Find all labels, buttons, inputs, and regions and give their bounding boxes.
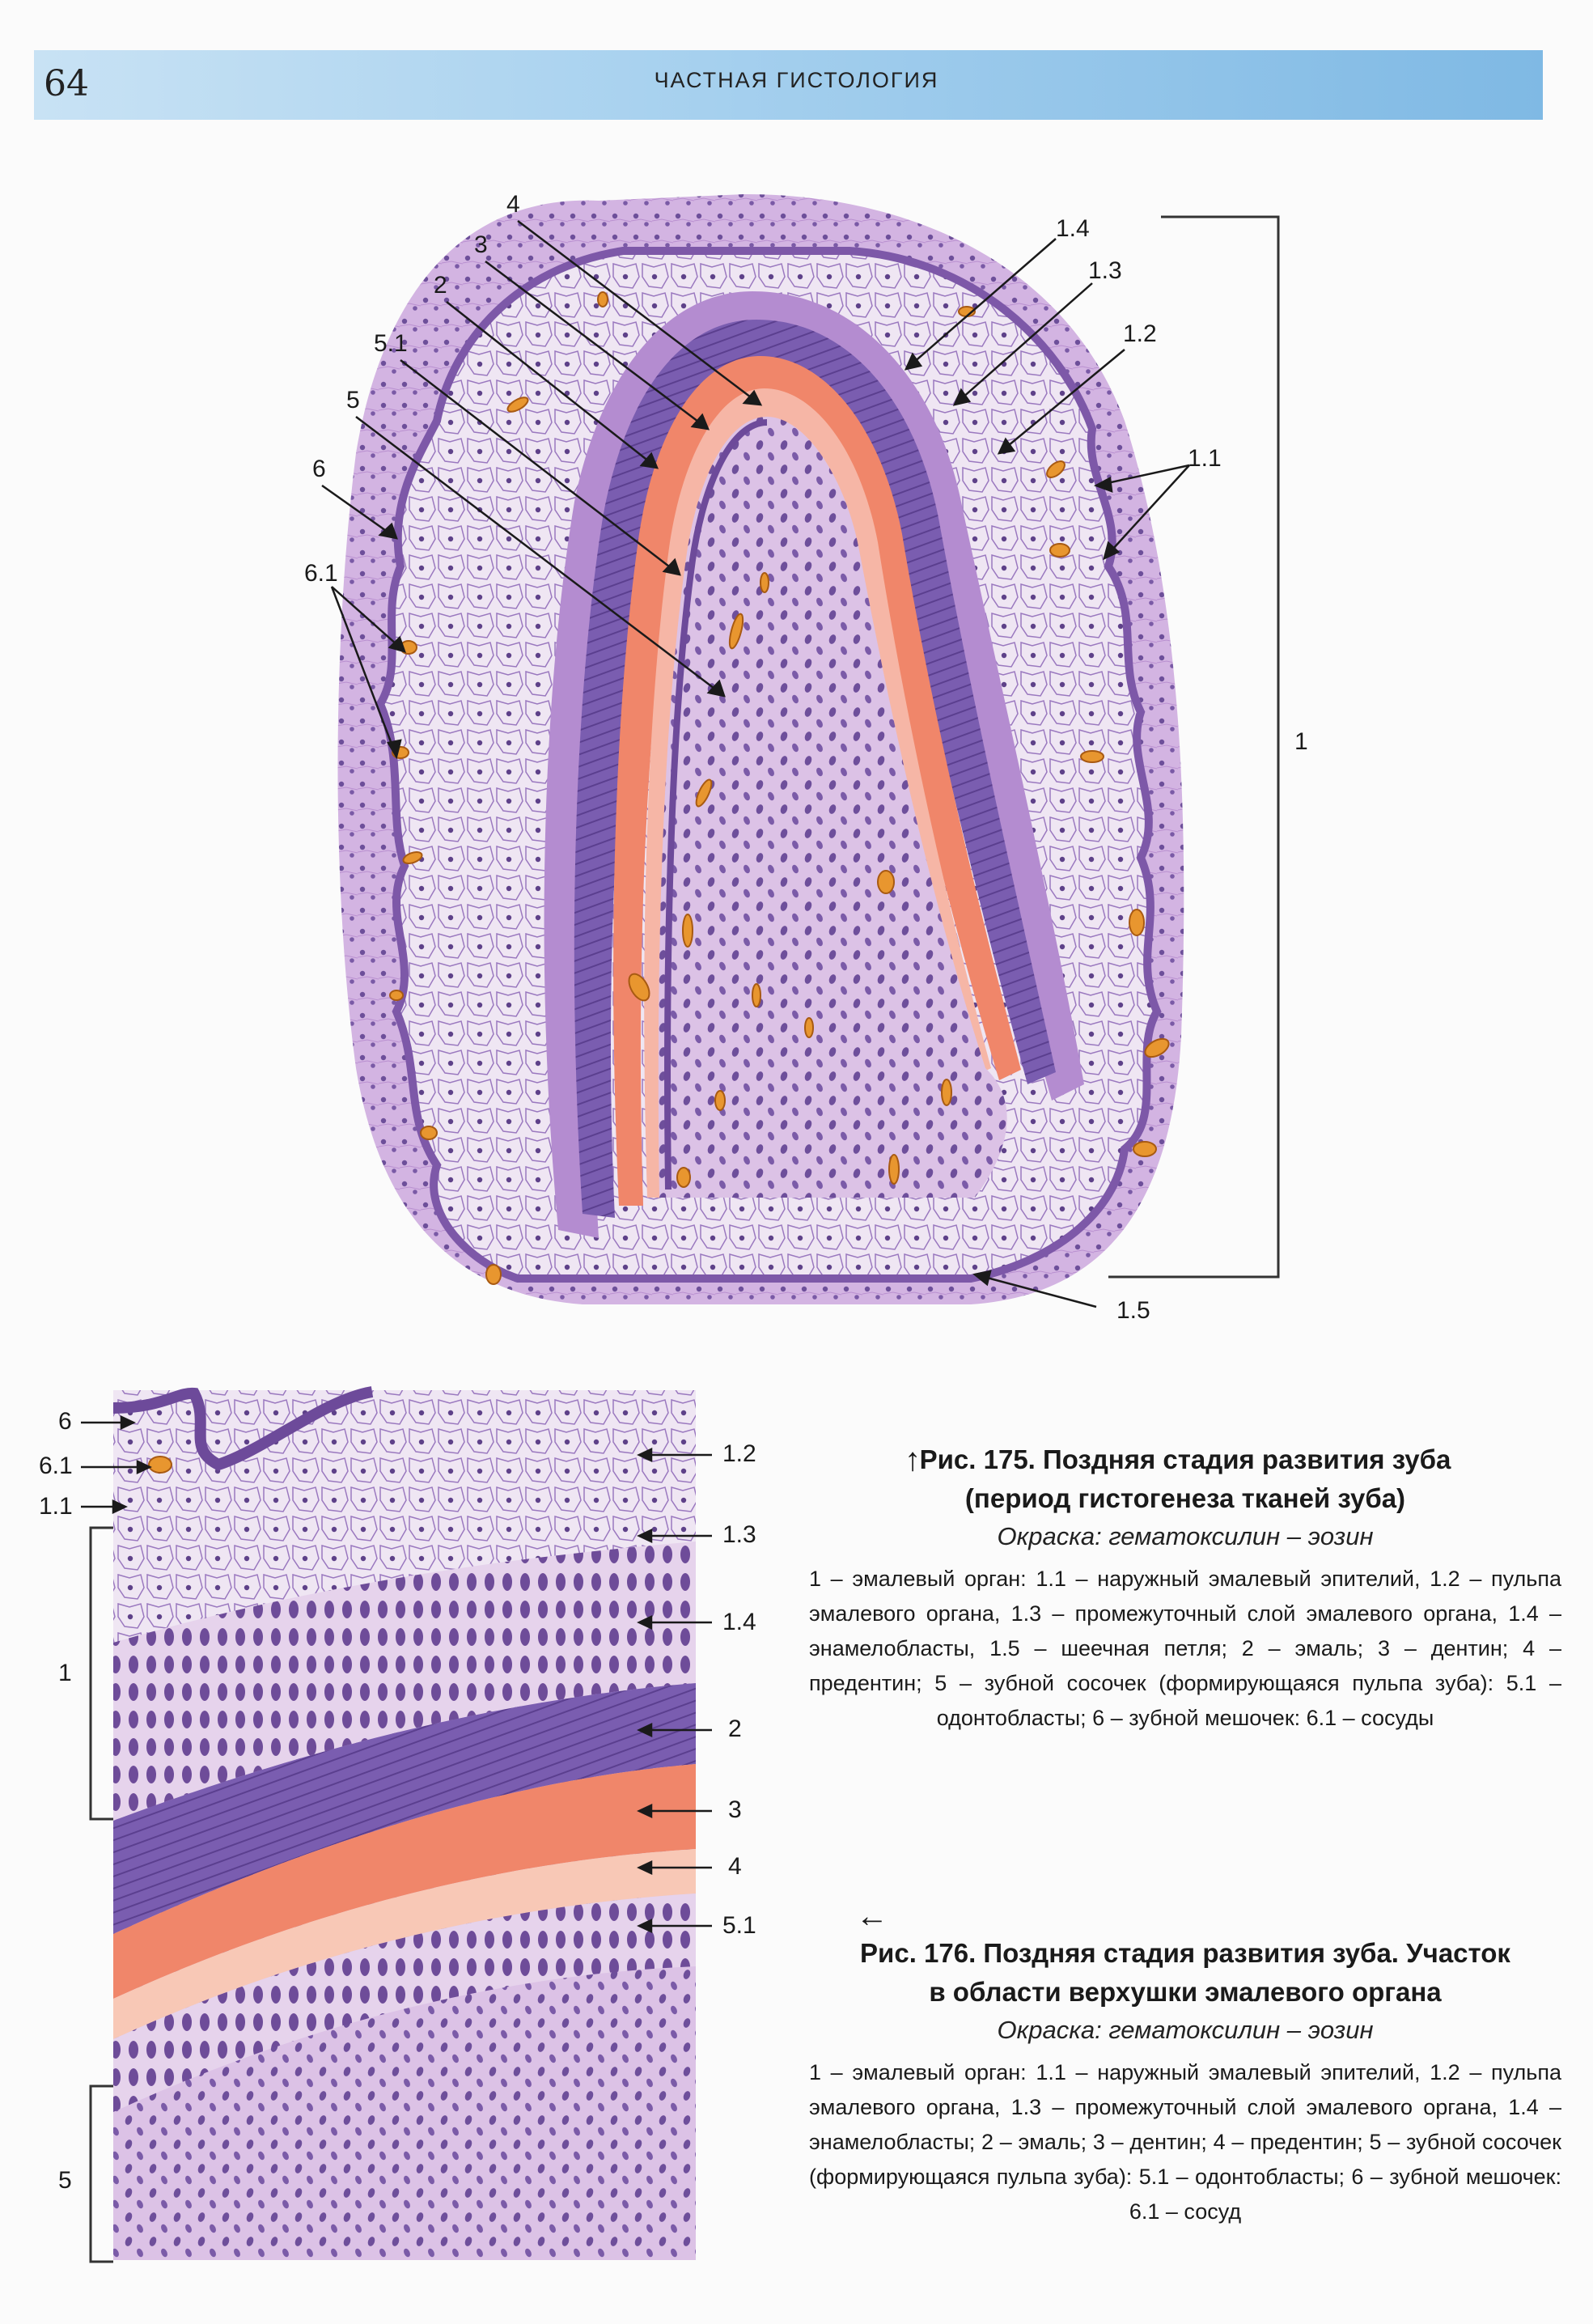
fig175-label-1-2: 1.2 (1123, 320, 1157, 347)
fig176-stain: Окраска: гематоксилин – эозин (997, 2016, 1374, 2044)
fig175-label-4: 4 (506, 191, 520, 218)
bracket-5 (89, 2084, 113, 2263)
fig176-label-6-1: 6.1 (39, 1452, 73, 1479)
figure-176-leader-arrows (81, 1415, 712, 1933)
fig176-label-2: 2 (728, 1715, 742, 1742)
fig176-label-5-1: 5.1 (722, 1912, 756, 1939)
dentin-layer (613, 356, 1021, 1206)
odontoblasts (113, 1894, 696, 2112)
fig175-title-line2: (период гистогенеза тканей зуба) (964, 1483, 1406, 1513)
fig175-label-1-5: 1.5 (1116, 1297, 1150, 1324)
enamel-layer (574, 320, 1056, 1218)
fig175-label-6-1: 6.1 (304, 560, 338, 587)
blood-vessels (389, 291, 1170, 1285)
fig175-legend: 1 – эмалевый орган: 1.1 – наружный эмале… (809, 1567, 1561, 1730)
fig175-title-line1: Рис. 175. Поздняя стадия развития зуба (919, 1444, 1451, 1474)
caption-figure-175: Рис. 175. Поздняя стадия развития зуба (… (809, 1440, 1561, 1736)
fig176-label-1-2: 1.2 (722, 1440, 756, 1467)
running-title: ЧАСТНАЯ ГИСТОЛОГИЯ (654, 68, 939, 92)
figure-176-illustration (81, 1386, 712, 2263)
up-arrow-icon: ↑ (905, 1442, 921, 1478)
fig175-label-1-1: 1.1 (1188, 445, 1222, 472)
fig176-label-1-3: 1.3 (722, 1521, 756, 1548)
caption-figure-176: Рис. 176. Поздняя стадия развития зуба. … (809, 1934, 1561, 2229)
figure-175-illustration (321, 194, 1280, 1308)
dental-papilla (658, 417, 1007, 1198)
fig175-stain: Окраска: гематоксилин – эозин (997, 1522, 1374, 1550)
fig175-label-1-3: 1.3 (1088, 257, 1122, 284)
predentin (113, 1849, 696, 2039)
fig175-label-5-1: 5.1 (374, 330, 408, 357)
bracket-enamel-organ (1108, 215, 1280, 1279)
fig175-label-6: 6 (312, 456, 326, 482)
dentin (113, 1764, 696, 1999)
fig176-label-1-4: 1.4 (722, 1609, 756, 1635)
fig175-label-3: 3 (474, 231, 488, 258)
predentin-layer (644, 388, 991, 1198)
enameloblast-layer-band (544, 291, 1084, 1238)
enameloblasts (113, 1542, 696, 1821)
fig175-label-2: 2 (434, 272, 447, 299)
fig176-title-line1: Рис. 176. Поздняя стадия развития зуба. … (860, 1938, 1510, 1968)
fig176-legend: 1 – эмалевый орган: 1.1 – наружный эмале… (809, 2060, 1561, 2224)
fig176-title-line2: в области верхушки эмалевого органа (929, 1977, 1442, 2007)
outer-epithelium (112, 1386, 374, 1471)
fig176-label-5: 5 (58, 2167, 72, 2194)
vessel (148, 1456, 172, 1474)
fig176-label-3: 3 (728, 1796, 742, 1823)
bracket-1 (89, 1526, 113, 1821)
odontoblast-row (664, 419, 768, 1190)
fig175-label-5: 5 (346, 387, 360, 413)
header-bar (34, 50, 1543, 120)
fig176-label-1-1: 1.1 (39, 1493, 73, 1520)
fig176-label-6: 6 (58, 1408, 72, 1435)
figure-175-leader-lines (321, 220, 1190, 1308)
fig175-label-1-4: 1.4 (1056, 215, 1090, 242)
fig176-label-1: 1 (58, 1660, 72, 1686)
fig176-label-4: 4 (728, 1853, 742, 1880)
enamel (113, 1683, 696, 1934)
page-number: 64 (44, 63, 89, 104)
fig175-label-1: 1 (1294, 728, 1308, 755)
left-arrow-icon: ← (856, 1898, 888, 1934)
